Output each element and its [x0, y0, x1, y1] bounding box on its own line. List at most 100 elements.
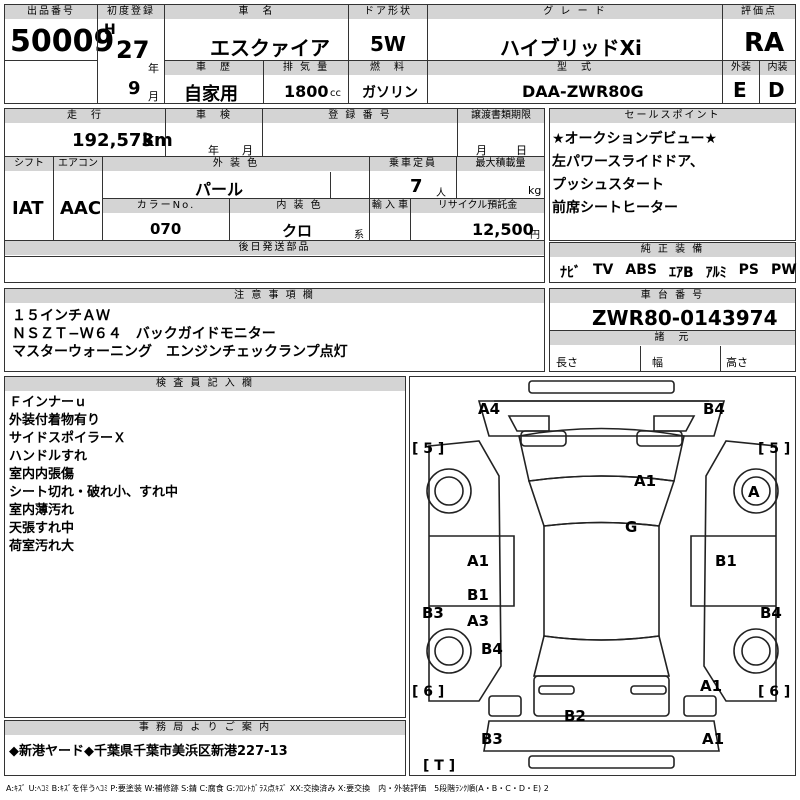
model: DAA-ZWR80G — [522, 82, 644, 101]
chassis-label: 車 台 番 号 — [550, 289, 795, 303]
damage-mark: B4 — [760, 604, 782, 622]
shift: IAT — [12, 198, 44, 219]
reg-label: 初度登録 — [98, 5, 164, 19]
sales-line: ★オークションデビュー★ — [552, 131, 718, 147]
fuel-label: 燃 料 — [349, 61, 427, 75]
panel-bracket: [ 5 ] — [412, 441, 445, 457]
damage-mark: A1 — [467, 552, 490, 570]
inspector-lines: Ｆインナーｕ 外装付着物有り サイドスポイラーＸ ハンドルすれ 室内内張傷 シー… — [9, 394, 178, 556]
equip-block — [549, 242, 796, 283]
inspector-line: シート切れ・破れ小、すれ中 — [9, 485, 179, 500]
inspection-year: 年 — [208, 144, 219, 157]
dims-label: 諸 元 — [550, 331, 795, 345]
later-parts-label: 後日発送部品 — [5, 241, 544, 255]
car-name-label: 車 名 — [165, 5, 348, 19]
damage-mark: B3 — [422, 604, 444, 622]
inspection-label: 車 検 — [166, 109, 262, 123]
damage-mark: A1 — [634, 472, 657, 490]
notes-label: 注 意 事 項 欄 — [5, 289, 544, 303]
plate-label: 登 録 番 号 — [263, 109, 457, 123]
recycle-label: リサイクル預託金 — [411, 199, 544, 213]
reg-month: 9 — [128, 78, 141, 99]
inspector-line: 天張すれ中 — [9, 521, 75, 536]
damage-mark: G — [625, 518, 638, 536]
inspector-line: 荷室汚れ大 — [9, 539, 75, 554]
legend: A:ｷｽﾞ U:ﾍｺﾐ B:ｷｽﾞを伴うﾍｺﾐ P:要塗装 W:補修跡 S:錆 … — [6, 784, 549, 793]
office-text: ◆新港ヤード◆千葉県千葉市美浜区新港227-13 — [9, 744, 288, 759]
recycle-unit: 円 — [530, 230, 540, 241]
mileage: 192,573 — [72, 130, 154, 151]
damage-mark: B4 — [481, 640, 503, 658]
door-label: ドア形状 — [349, 5, 427, 19]
int-label: 内装 — [760, 61, 795, 75]
equip-items: ﾅﾋﾞ TV ABS ｴｱB ｱﾙﾐ PS PW — [560, 262, 797, 282]
color-label: 外 装 色 — [103, 157, 369, 171]
door-type: 5W — [370, 32, 406, 56]
reg-year: 27 — [116, 36, 150, 64]
note-line: ＮＳＺＴ−Ｗ６４ バックガイドモニター — [12, 326, 276, 342]
interior: クロ — [282, 222, 313, 240]
panel-bracket: [ T ] — [423, 758, 456, 774]
inspector-line: ハンドルすれ — [9, 449, 88, 464]
panel-bracket: [ 5 ] — [758, 441, 791, 457]
damage-diagram — [409, 376, 796, 776]
disp-unit: cc — [330, 88, 341, 99]
seats: 7 — [410, 176, 423, 197]
grade-label: グ レ ー ド — [428, 5, 722, 19]
office-block — [4, 720, 406, 776]
dims-height: 高さ — [726, 356, 748, 369]
ac: AAC — [60, 198, 102, 219]
equip-item: TV — [593, 262, 614, 278]
panel-bracket: [ 6 ] — [758, 684, 791, 700]
displacement: 1800 — [284, 82, 329, 101]
reg-month-unit: 月 — [148, 90, 159, 103]
lot-number: 50009 — [10, 24, 115, 59]
interior-unit: 系 — [354, 230, 364, 241]
history-label: 車 歴 — [165, 61, 263, 75]
damage-mark: A3 — [467, 612, 490, 630]
sales-label: セールスポイント — [550, 109, 795, 123]
damage-mark: B4 — [703, 400, 725, 418]
inspector-line: 外装付着物有り — [9, 413, 101, 428]
int-score: D — [768, 78, 785, 102]
damage-mark: B1 — [715, 552, 737, 570]
history: 自家用 — [184, 84, 238, 105]
mileage-unit: km — [142, 130, 173, 151]
equip-item: ﾅﾋﾞ — [560, 265, 581, 281]
colorno-label: カラーNo. — [103, 199, 229, 213]
inspector-line: サイドスポイラーＸ — [9, 431, 127, 446]
inspector-line: 室内内張傷 — [9, 467, 75, 482]
damage-mark: B3 — [481, 730, 503, 748]
interior-label: 内 装 色 — [230, 199, 369, 213]
note-line: １５インチＡＷ — [12, 308, 110, 324]
damage-mark: A4 — [478, 400, 501, 418]
sales-line: 前席シートヒーター — [552, 200, 678, 216]
score-label: 評価点 — [723, 5, 795, 19]
colorno: 070 — [150, 220, 182, 238]
damage-mark: A1 — [702, 730, 725, 748]
load-unit: kg — [528, 184, 542, 197]
notes-block — [4, 288, 545, 372]
reg-era: H — [104, 22, 116, 38]
header-block — [4, 4, 796, 104]
sales-lines: ★オークションデビュー★ 左パワースライドドア、 プッシュスタート 前席シートヒ… — [552, 128, 717, 220]
shift-label: シフト — [5, 157, 53, 171]
sales-block — [549, 108, 796, 241]
transfer-month: 月 — [476, 144, 487, 157]
car-name: エスクァイア — [210, 36, 330, 60]
dims-width: 幅 — [652, 356, 663, 369]
seats-label: 乗車定員 — [370, 157, 456, 171]
inspector-label: 検 査 員 記 入 欄 — [5, 377, 405, 391]
import-label: 輸 入 車 — [370, 199, 410, 213]
ac-label: エアコン — [54, 157, 102, 171]
equip-label: 純 正 装 備 — [550, 243, 795, 257]
equip-item: PS — [738, 262, 759, 278]
transfer-label: 譲渡書類期限 — [458, 109, 544, 123]
disp-label: 排 気 量 — [264, 61, 348, 75]
car-outline-diagram — [426, 380, 779, 769]
transfer-day: 日 — [516, 144, 527, 157]
lot-label: 出品番号 — [5, 5, 97, 19]
office-label: 事 務 局 よ り ご 案 内 — [5, 721, 405, 735]
inspector-line: 室内薄汚れ — [9, 503, 75, 518]
equip-item: ｱﾙﾐ — [705, 265, 727, 281]
